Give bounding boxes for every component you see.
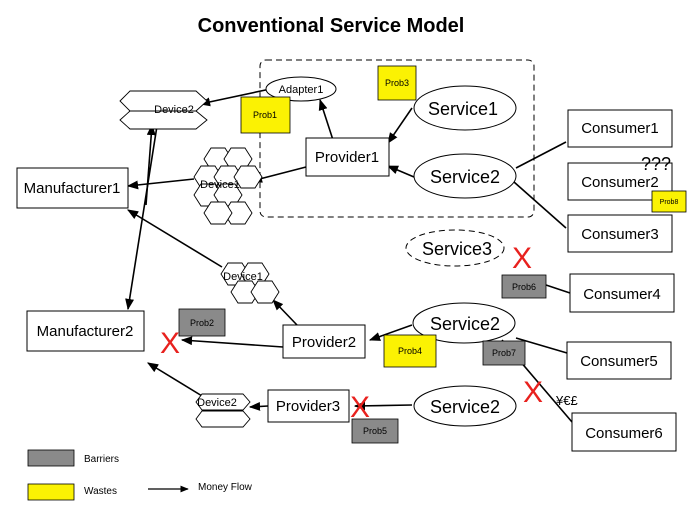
prob8-label: Prob8 bbox=[660, 199, 679, 206]
manufacturer2-label: Manufacturer2 bbox=[37, 323, 134, 340]
service2-mid-label: Service2 bbox=[430, 314, 500, 334]
service2-bottom-node: Service2 bbox=[413, 385, 517, 427]
currency-symbols: ¥€£ bbox=[555, 393, 578, 408]
consumer3-to-service2-line bbox=[513, 181, 567, 229]
manufacturer2-node: Manufacturer2 bbox=[26, 310, 145, 352]
service1-label: Service1 bbox=[428, 99, 498, 119]
consumer3-label: Consumer3 bbox=[581, 226, 659, 243]
provider3-to-device2bottom-line bbox=[248, 401, 269, 411]
device1-to-manufacturer1-line bbox=[126, 178, 195, 190]
consumer1-to-service2-line bbox=[515, 141, 567, 169]
cross-mark-manufacturer2: X bbox=[160, 327, 180, 360]
consumer5-to-service2mid-line bbox=[515, 337, 568, 354]
cross-mark-provider3: X bbox=[350, 391, 370, 424]
prob8-tag: Prob8 bbox=[651, 190, 687, 213]
service2-top-label: Service2 bbox=[430, 167, 500, 187]
device1-top-label: Device1 bbox=[200, 179, 240, 191]
prob2-label: Prob2 bbox=[190, 318, 214, 328]
device2-top-node: Device2 bbox=[119, 90, 208, 130]
prob6-tag: Prob6 bbox=[501, 274, 547, 299]
cross-mark-service3: X bbox=[512, 242, 532, 275]
service1-node: Service1 bbox=[413, 85, 517, 131]
manufacturer1-label: Manufacturer1 bbox=[24, 180, 121, 197]
adapter1-to-device2-line bbox=[198, 87, 276, 107]
consumer5-node: Consumer5 bbox=[566, 341, 672, 380]
device1-mid-node: Device1 bbox=[220, 262, 280, 304]
prob6-label: Prob6 bbox=[512, 282, 536, 292]
adapter1-label: Adapter1 bbox=[279, 84, 324, 96]
consumer1-node: Consumer1 bbox=[567, 109, 673, 148]
diagram-title: Conventional Service Model bbox=[198, 15, 465, 37]
provider2-node: Provider2 bbox=[282, 324, 366, 359]
provider2-label: Provider2 bbox=[292, 334, 356, 351]
legend-money-flow: Money Flow bbox=[148, 482, 253, 493]
device1-top-node: Device1 bbox=[193, 147, 263, 225]
provider1-to-adapter1-line bbox=[318, 98, 334, 141]
provider3-label: Provider3 bbox=[276, 398, 340, 415]
service2-top-node: Service2 bbox=[413, 153, 517, 199]
device2-to-manufacturer2-line bbox=[125, 125, 158, 311]
legend: Barriers Wastes Money Flow bbox=[27, 449, 253, 501]
provider2-to-device1mid-line bbox=[272, 299, 298, 326]
device2-bottom-label: Device2 bbox=[197, 397, 237, 409]
legend-money-flow-label: Money Flow bbox=[198, 482, 253, 493]
service2mid-to-provider2-line bbox=[368, 324, 413, 341]
device1mid-to-manufacturer1-line bbox=[127, 209, 223, 268]
consumer1-label: Consumer1 bbox=[581, 120, 659, 137]
adapter1-node: Adapter1 bbox=[265, 76, 337, 102]
prob1-label: Prob1 bbox=[253, 110, 277, 120]
prob4-tag: Prob4 bbox=[383, 334, 437, 368]
prob7-tag: Prob7 bbox=[482, 340, 526, 366]
prob3-tag: Prob3 bbox=[377, 65, 417, 101]
device1-mid-label: Device1 bbox=[223, 271, 263, 283]
prob5-label: Prob5 bbox=[363, 426, 387, 436]
service3-label: Service3 bbox=[422, 239, 492, 259]
consumer2-label: Consumer2 bbox=[581, 174, 659, 191]
consumer6-label: Consumer6 bbox=[585, 425, 663, 442]
legend-barriers: Barriers bbox=[27, 449, 119, 467]
prob1-tag: Prob1 bbox=[240, 96, 291, 134]
consumer3-node: Consumer3 bbox=[567, 214, 673, 253]
prob3-label: Prob3 bbox=[385, 78, 409, 88]
legend-wastes: Wastes bbox=[27, 483, 117, 501]
manufacturer1-node: Manufacturer1 bbox=[16, 167, 129, 209]
prob7-label: Prob7 bbox=[492, 348, 516, 358]
device2-bottom-node: Device2 bbox=[195, 393, 251, 428]
question-marks: ??? bbox=[641, 154, 671, 174]
service2-bottom-label: Service2 bbox=[430, 397, 500, 417]
device2-top-label: Device2 bbox=[154, 104, 194, 116]
legend-wastes-label: Wastes bbox=[84, 486, 117, 497]
consumer4-node: Consumer4 bbox=[569, 273, 675, 313]
provider1-boundary bbox=[259, 59, 535, 218]
prob2-tag: Prob2 bbox=[178, 308, 226, 337]
service2-mid-node: Service2 bbox=[412, 302, 516, 344]
prob4-label: Prob4 bbox=[398, 346, 422, 356]
provider3-node: Provider3 bbox=[267, 389, 350, 423]
provider2-to-manufacturer2-line bbox=[180, 336, 284, 348]
device2bottom-to-manufacturer2-line bbox=[147, 362, 208, 400]
provider1-node: Provider1 bbox=[305, 137, 390, 177]
manufacturer1-to-device2-line bbox=[145, 123, 156, 206]
service2-to-provider1-line bbox=[386, 165, 415, 178]
consumer4-label: Consumer4 bbox=[583, 286, 661, 303]
legend-barriers-label: Barriers bbox=[84, 454, 119, 465]
service1-to-provider1-line bbox=[387, 107, 413, 144]
consumer4-line bbox=[545, 284, 571, 294]
consumer5-label: Consumer5 bbox=[580, 353, 658, 370]
service3-node: Service3 bbox=[405, 229, 505, 267]
consumer6-node: Consumer6 bbox=[571, 412, 677, 452]
service2bottom-to-provider3-line bbox=[353, 401, 413, 411]
prob5-tag: Prob5 bbox=[351, 418, 399, 444]
provider1-label: Provider1 bbox=[315, 149, 379, 166]
cross-mark-consumer6: X bbox=[523, 376, 543, 409]
